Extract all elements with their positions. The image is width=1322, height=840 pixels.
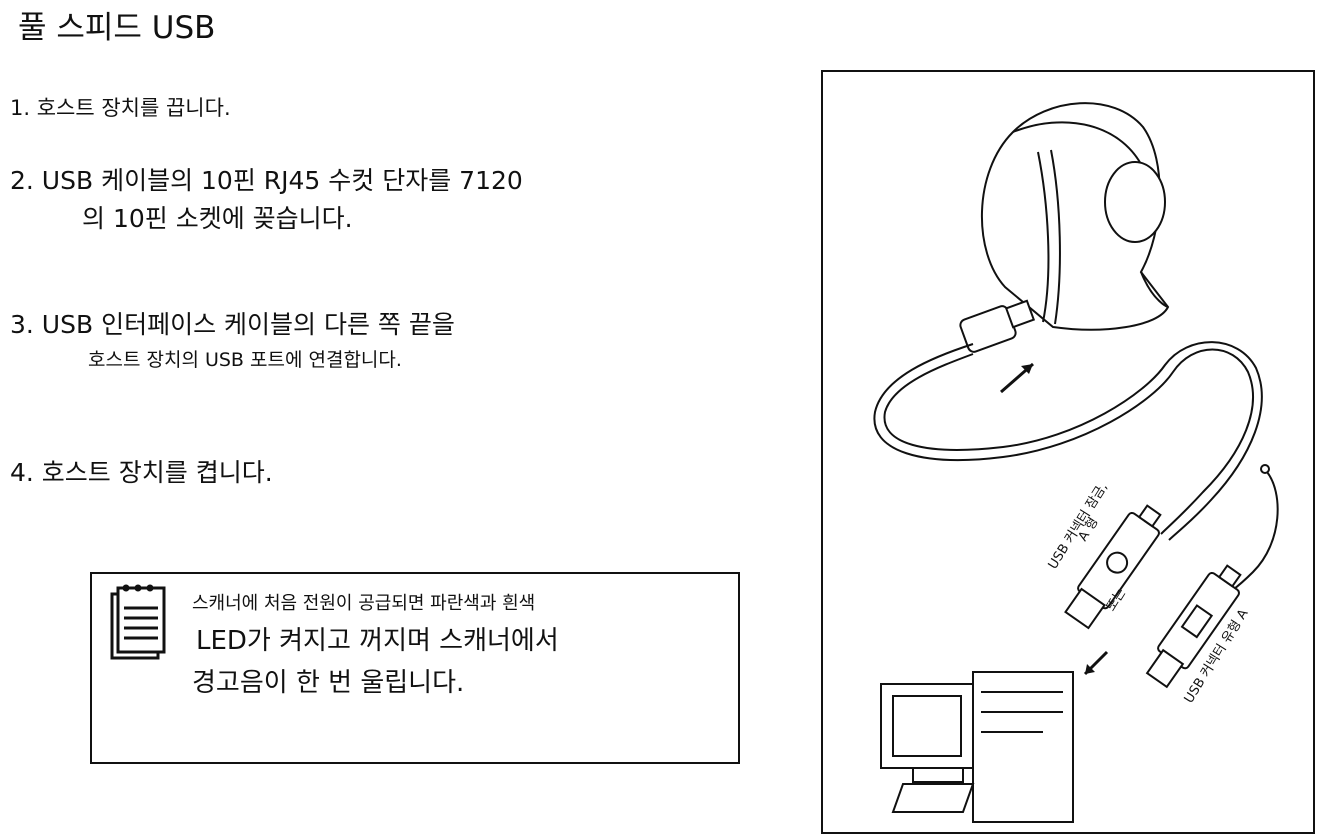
step-1-text: 1. 호스트 장치를 끕니다. — [10, 96, 231, 120]
step-3-text: 3. USB 인터페이스 케이블의 다른 쪽 끝을 — [10, 310, 455, 339]
usb-cable — [873, 343, 1254, 535]
page-title: 풀 스피드 USB — [18, 10, 216, 46]
note-line-3: 경고음이 한 번 울립니다. — [192, 668, 465, 698]
notepad-icon — [106, 582, 168, 664]
step-2: 2. USB 케이블의 10핀 RJ45 수컷 단자를 7120 의 10핀 소… — [10, 162, 523, 238]
connection-illustration: USB 커넥터 잠금, A 형 또는 USB 커넥터 유형 A — [821, 70, 1315, 834]
step-4-text: 4. 호스트 장치를 켭니다. — [10, 458, 273, 487]
note-box: 스캐너에 처음 전원이 공급되면 파란색과 흰색 LED가 켜지고 꺼지며 스캐… — [90, 572, 740, 764]
step-1: 1. 호스트 장치를 끕니다. — [10, 92, 231, 124]
step-3-text-cont: 호스트 장치의 USB 포트에 연결합니다. — [88, 349, 402, 371]
computer-icon — [880, 671, 1074, 823]
illustration-svg: USB 커넥터 잠금, A 형 또는 USB 커넥터 유형 A — [873, 102, 1279, 823]
scanner-icon — [981, 102, 1170, 331]
step-2-text: 2. USB 케이블의 10핀 RJ45 수컷 단자를 7120 — [10, 166, 523, 195]
note-line-2: LED가 켜지고 꺼지며 스캐너에서 — [196, 626, 559, 656]
note-line-1: 스캐너에 처음 전원이 공급되면 파란색과 흰색 — [192, 593, 536, 614]
step-3: 3. USB 인터페이스 케이블의 다른 쪽 끝을 호스트 장치의 USB 포트… — [10, 306, 455, 376]
step-2-text-cont: 의 10핀 소켓에 꽂습니다. — [82, 204, 353, 233]
note-text: 스캐너에 처음 전원이 공급되면 파란색과 흰색 LED가 켜지고 꺼지며 스캐… — [192, 588, 559, 704]
step-4: 4. 호스트 장치를 켭니다. — [10, 454, 273, 492]
